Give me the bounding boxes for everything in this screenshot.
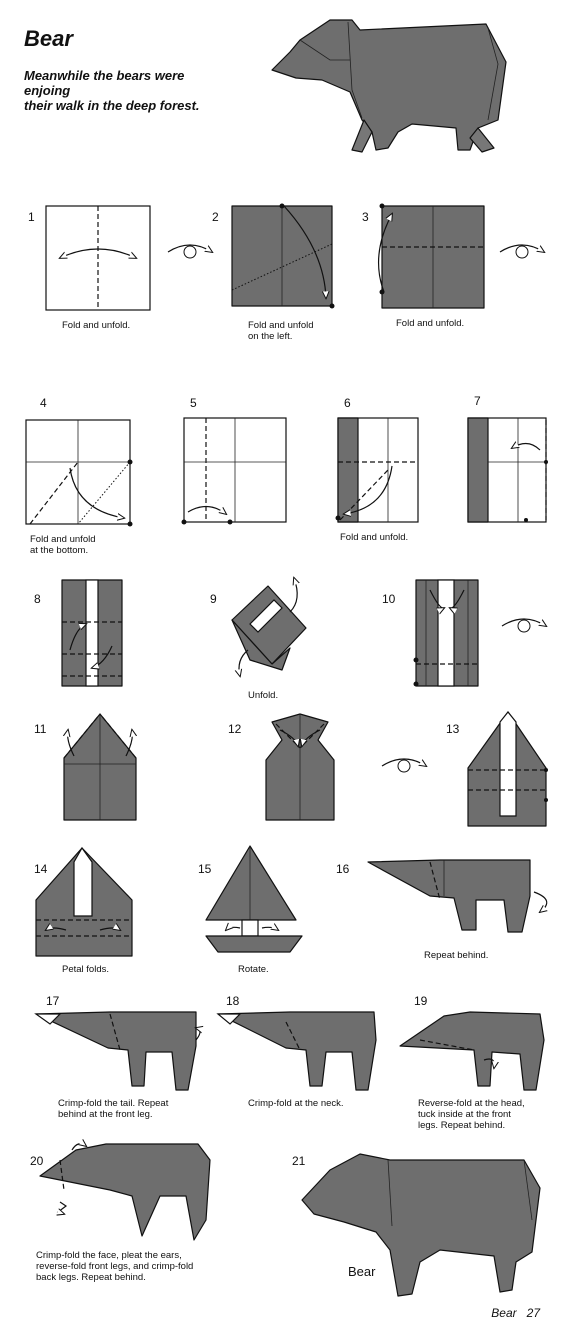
step7-diagram [467, 417, 548, 523]
step-caption: Fold and unfold. [396, 318, 465, 329]
footer-page-number: 27 [526, 1306, 540, 1320]
final-bear-figure [301, 1153, 541, 1297]
step-number: 15 [198, 862, 212, 876]
step-number: 6 [344, 396, 351, 410]
step-number: 9 [210, 592, 217, 606]
page-subtitle: Meanwhile the bears were enjoing their w… [24, 68, 200, 113]
final-label: Bear [348, 1264, 376, 1279]
step-number: 16 [336, 862, 350, 876]
step-number: 8 [34, 592, 41, 606]
step11-diagram [64, 713, 136, 821]
step-caption: Crimp-fold the face, pleat the ears, rev… [36, 1250, 194, 1283]
step14-diagram [35, 846, 133, 957]
step-number: 13 [446, 722, 460, 736]
step-caption: Fold and unfold. [340, 532, 409, 543]
step13-diagram [467, 711, 548, 827]
step15-diagram [205, 845, 303, 953]
step2-diagram [231, 203, 335, 309]
step-caption: Petal folds. [62, 964, 109, 975]
step-number: 14 [34, 862, 48, 876]
step-number: 2 [212, 210, 219, 224]
turn-over-icon [501, 618, 546, 633]
turn-over-icon [167, 244, 212, 259]
step-number: 17 [46, 994, 60, 1008]
step-number: 7 [474, 394, 481, 408]
step4-diagram [25, 419, 133, 527]
step-caption: Reverse-fold at the head, tuck inside at… [418, 1098, 525, 1131]
step-caption: Rotate. [238, 964, 269, 975]
hero-bear-figure [271, 19, 507, 153]
step-caption: Crimp-fold the tail. Repeat behind at th… [58, 1098, 169, 1120]
step-number: 4 [40, 396, 47, 410]
page-footer: Bear 27 [491, 1306, 540, 1320]
step-number: 21 [292, 1154, 306, 1168]
step16-diagram [367, 859, 547, 933]
step-number: 5 [190, 396, 197, 410]
step20-diagram [39, 1144, 211, 1241]
step-number: 18 [226, 994, 240, 1008]
step-number: 20 [30, 1154, 44, 1168]
step-caption: Fold and unfold on the left. [248, 320, 314, 342]
step17-diagram [34, 1011, 200, 1091]
turn-over-icon [381, 758, 426, 773]
step19-diagram [399, 1011, 545, 1091]
step10-diagram [413, 579, 547, 687]
page-title: Bear [24, 26, 73, 51]
step-caption: Repeat behind. [424, 950, 489, 961]
footer-book-name: Bear [491, 1306, 517, 1320]
step-number: 11 [34, 722, 47, 736]
turn-over-icon [499, 244, 544, 259]
step-number: 19 [414, 994, 428, 1008]
step-number: 1 [28, 210, 35, 224]
step1-diagram [45, 205, 212, 311]
step6-diagram [335, 417, 419, 523]
step-number: 12 [228, 722, 242, 736]
step-caption: Crimp-fold at the neck. [248, 1098, 344, 1109]
step3-diagram [377, 203, 544, 309]
step8-diagram [61, 579, 123, 687]
step-number: 3 [362, 210, 369, 224]
step-caption: Fold and unfold. [62, 320, 131, 331]
step12-diagram [265, 713, 426, 821]
step-caption: Fold and unfold at the bottom. [30, 534, 96, 556]
step-number: 10 [382, 592, 396, 606]
step5-diagram [181, 417, 287, 525]
step-caption: Unfold. [248, 690, 279, 701]
step18-diagram [216, 1011, 377, 1091]
step9-diagram [231, 578, 307, 676]
